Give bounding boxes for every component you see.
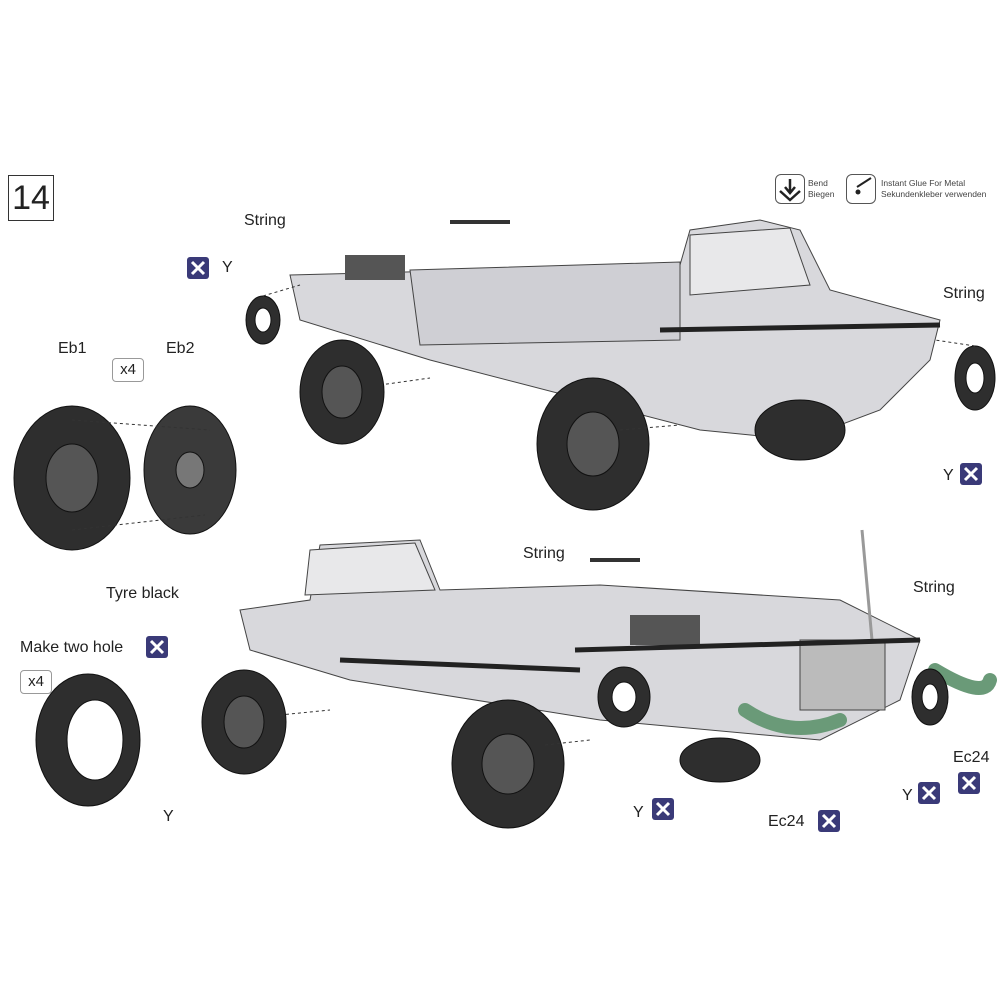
label-tyre-black: Tyre black <box>106 585 179 602</box>
quantity-x4: x4 <box>112 358 144 382</box>
label-y: Y <box>163 808 174 825</box>
label-eb2: Eb2 <box>166 340 195 357</box>
label-string: String <box>244 212 286 229</box>
bend-icon <box>775 174 805 204</box>
y-badge-icon <box>960 463 982 485</box>
y-badge-icon <box>818 810 840 832</box>
make-hole-icon <box>146 636 168 658</box>
label-make-two-hole: Make two hole <box>20 639 124 656</box>
vehicle-bottom <box>239 529 997 741</box>
label-y: Y <box>633 804 644 821</box>
label-eb1: Eb1 <box>58 340 87 357</box>
label-string: String <box>913 579 955 596</box>
y-badge-icon <box>958 772 980 794</box>
step-number: 14 <box>8 175 54 221</box>
label-string: String <box>943 285 985 302</box>
label-y: Y <box>222 259 233 276</box>
label-y: Y <box>902 787 913 804</box>
quantity-x4: x4 <box>20 670 52 694</box>
label-ec24: Ec24 <box>768 813 805 830</box>
label-y: Y <box>943 467 954 484</box>
y-badge-icon <box>652 798 674 820</box>
vehicle-top <box>289 219 941 441</box>
label-ec24: Ec24 <box>953 749 990 766</box>
glue-icon <box>846 174 876 204</box>
y-badge-icon <box>918 782 940 804</box>
label-string: String <box>523 545 565 562</box>
y-badge-icon <box>187 257 209 279</box>
